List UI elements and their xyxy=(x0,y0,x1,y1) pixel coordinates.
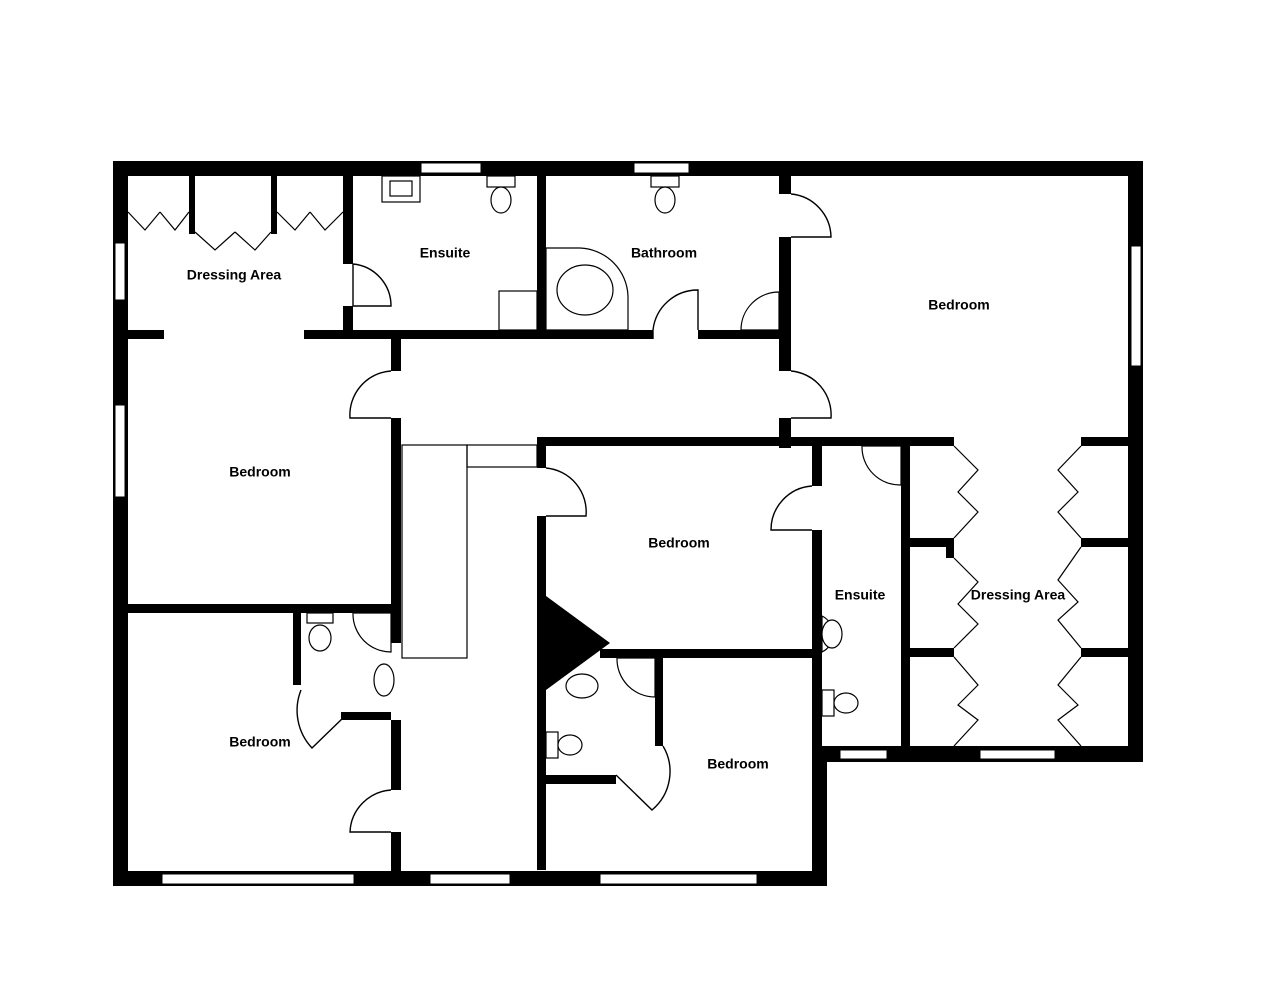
staircase xyxy=(401,444,538,659)
wardrobe-doors xyxy=(127,211,1082,747)
room-label-dressing-area-1: Dressing Area xyxy=(187,267,282,283)
fixtures xyxy=(306,175,902,759)
room-label-bedroom-master: Bedroom xyxy=(928,297,989,313)
room-label-bedroom-west: Bedroom xyxy=(229,464,290,480)
room-labels: Dressing Area Ensuite Bathroom Bedroom B… xyxy=(187,245,1066,772)
windows xyxy=(114,162,1142,885)
room-label-dressing-area-2: Dressing Area xyxy=(971,587,1066,603)
room-label-bedroom-south: Bedroom xyxy=(707,756,768,772)
doors xyxy=(296,193,832,833)
interior-walls xyxy=(128,176,1128,871)
room-label-bathroom: Bathroom xyxy=(631,245,697,261)
room-label-bedroom-middle: Bedroom xyxy=(648,535,709,551)
room-label-ensuite-1: Ensuite xyxy=(420,245,471,261)
room-label-bedroom-southwest: Bedroom xyxy=(229,734,290,750)
room-label-ensuite-2: Ensuite xyxy=(835,587,886,603)
